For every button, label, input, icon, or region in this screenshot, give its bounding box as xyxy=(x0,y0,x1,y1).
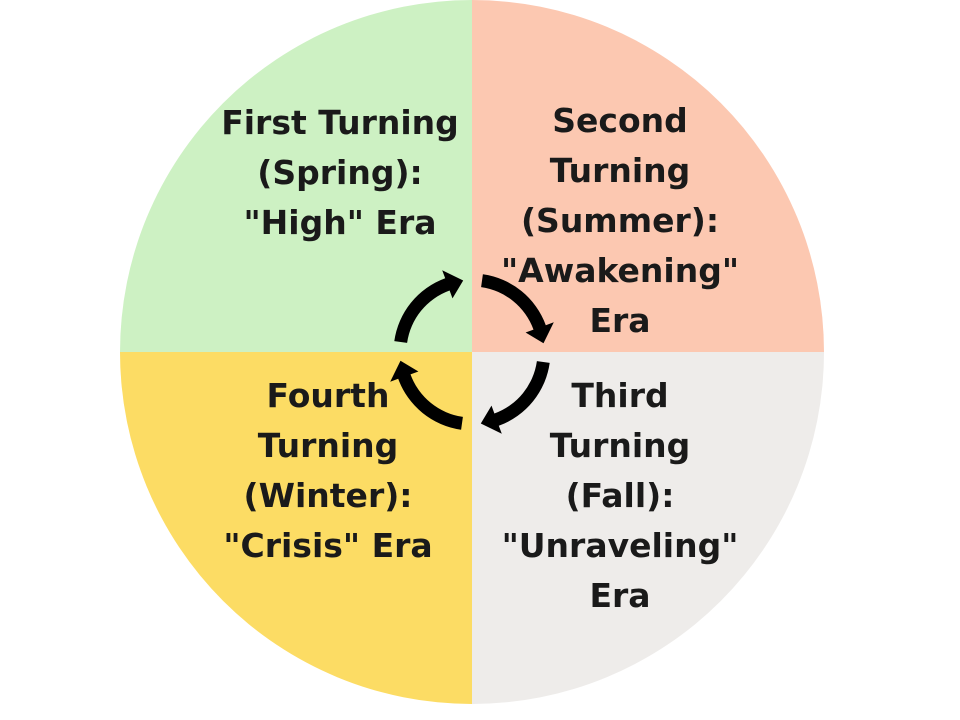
fourth-turning-line-4: "Crisis" Era xyxy=(223,526,433,565)
fourth-turning-label: Fourth Turning (Winter): "Crisis" Era xyxy=(178,371,478,571)
winter-quadrant xyxy=(120,352,472,704)
second-turning-line-4: "Awakening" xyxy=(500,251,740,290)
fall-quadrant xyxy=(472,352,824,704)
second-turning-line-2: Turning xyxy=(549,151,691,190)
third-turning-label: Third Turning (Fall): "Unraveling" Era xyxy=(470,371,770,621)
second-turning-line-3: (Summer): xyxy=(520,201,720,240)
fourth-turning-line-1: Fourth xyxy=(266,376,390,415)
second-turning-line-5: Era xyxy=(589,301,651,340)
fourth-turning-line-3: (Winter): xyxy=(243,476,413,515)
second-turning-line-1: Second xyxy=(552,101,688,140)
third-turning-line-2: Turning xyxy=(549,426,691,465)
cycle-arrow-bottom-right xyxy=(480,361,550,434)
cycle-arrow-top-right xyxy=(481,274,554,344)
first-turning-label: First Turning (Spring): "High" Era xyxy=(190,98,490,248)
spring-quadrant xyxy=(120,0,472,352)
cycle-arrow-top-left xyxy=(394,270,464,343)
first-turning-line-2: (Spring): xyxy=(257,153,423,192)
first-turning-line-1: First Turning xyxy=(221,103,459,142)
third-turning-line-4: "Unraveling" xyxy=(501,526,739,565)
summer-quadrant xyxy=(472,0,824,352)
fourth-turning-line-2: Turning xyxy=(257,426,399,465)
third-turning-line-5: Era xyxy=(589,576,651,615)
cycle-arrows-icon xyxy=(390,270,554,434)
first-turning-line-3: "High" Era xyxy=(243,203,437,242)
cycle-arrow-bottom-left xyxy=(390,360,463,430)
second-turning-label: Second Turning (Summer): "Awakening" Era xyxy=(470,96,770,346)
third-turning-line-1: Third xyxy=(571,376,669,415)
third-turning-line-3: (Fall): xyxy=(565,476,675,515)
